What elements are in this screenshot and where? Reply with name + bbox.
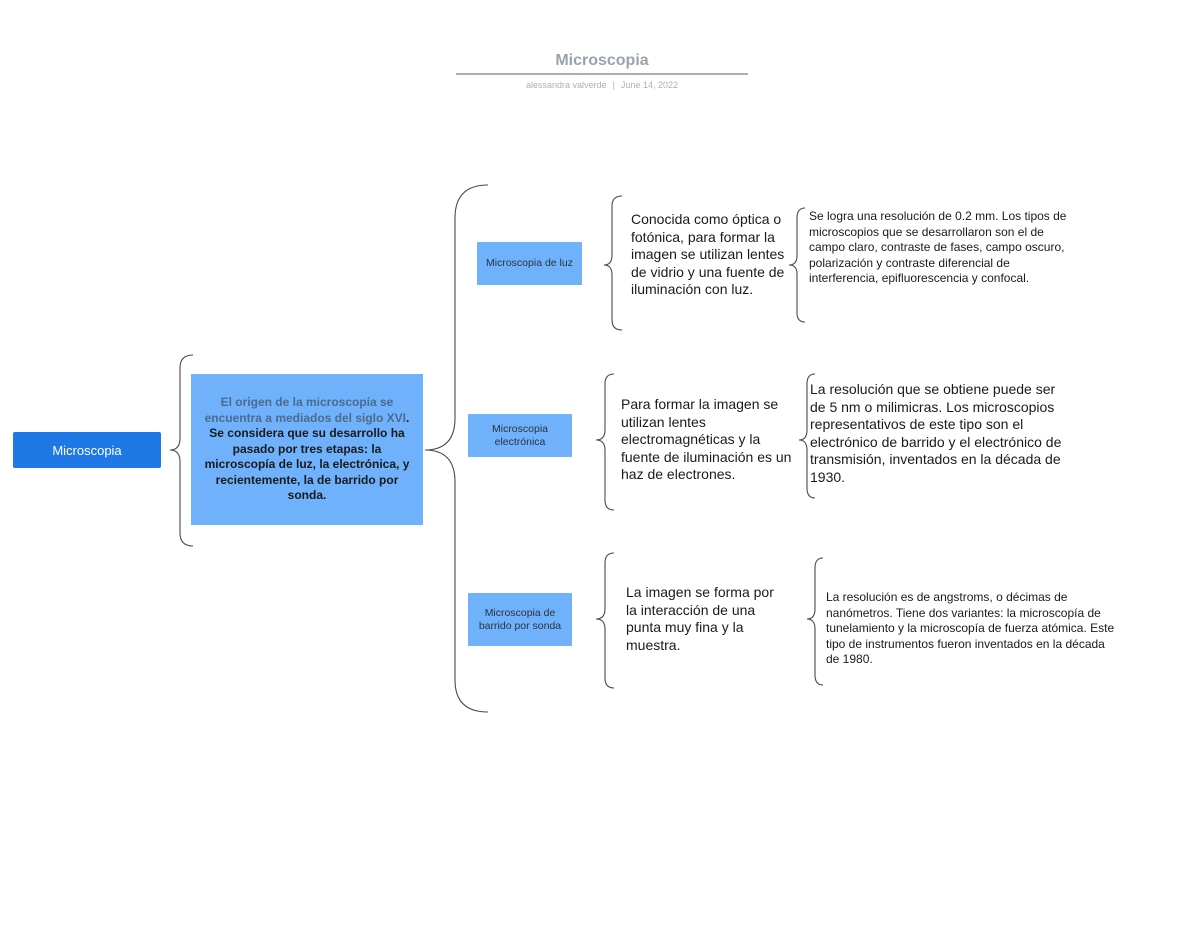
bracket-desc-1 — [603, 195, 623, 331]
branch-node-electron[interactable]: Microscopia electrónica — [468, 414, 572, 457]
detail-probe: La resolución es de angstroms, o décimas… — [826, 590, 1115, 666]
description-light: Conocida como óptica o fotónica, para fo… — [631, 211, 785, 297]
description-probe: La imagen se forma por la interacción de… — [626, 584, 774, 653]
summary-highlight: El origen de la microscopía se encuentra… — [204, 395, 407, 425]
bracket-detail-3 — [806, 557, 824, 686]
bracket-desc-3 — [595, 552, 615, 689]
meta-separator: | — [612, 80, 615, 90]
summary-node[interactable]: El origen de la microscopía se encuentra… — [191, 374, 423, 525]
page-title: Microscopia — [456, 52, 748, 75]
detail-electron: La resolución que se obtiene puede ser d… — [810, 381, 1062, 485]
bracket-detail-1 — [788, 207, 806, 323]
bracket-desc-2 — [595, 373, 615, 511]
detail-light: Se logra una resolución de 0.2 mm. Los t… — [809, 209, 1067, 285]
summary-text: El origen de la microscopía se encuentra… — [201, 395, 413, 504]
branch-node-light[interactable]: Microscopia de luz — [477, 242, 582, 285]
description-electron: Para formar la imagen se utilizan lentes… — [621, 396, 792, 482]
summary-rest: . Se considera que su desarrollo ha pasa… — [204, 410, 410, 503]
document-date: June 14, 2022 — [620, 80, 678, 90]
document-meta: alessandra valverde | June 14, 2022 — [456, 80, 748, 90]
branch-node-probe[interactable]: Microscopia de barrido por sonda — [468, 593, 572, 646]
author-name: alessandra valverde — [526, 80, 607, 90]
bracket-root — [169, 354, 194, 547]
root-node[interactable]: Microscopia — [13, 432, 161, 468]
